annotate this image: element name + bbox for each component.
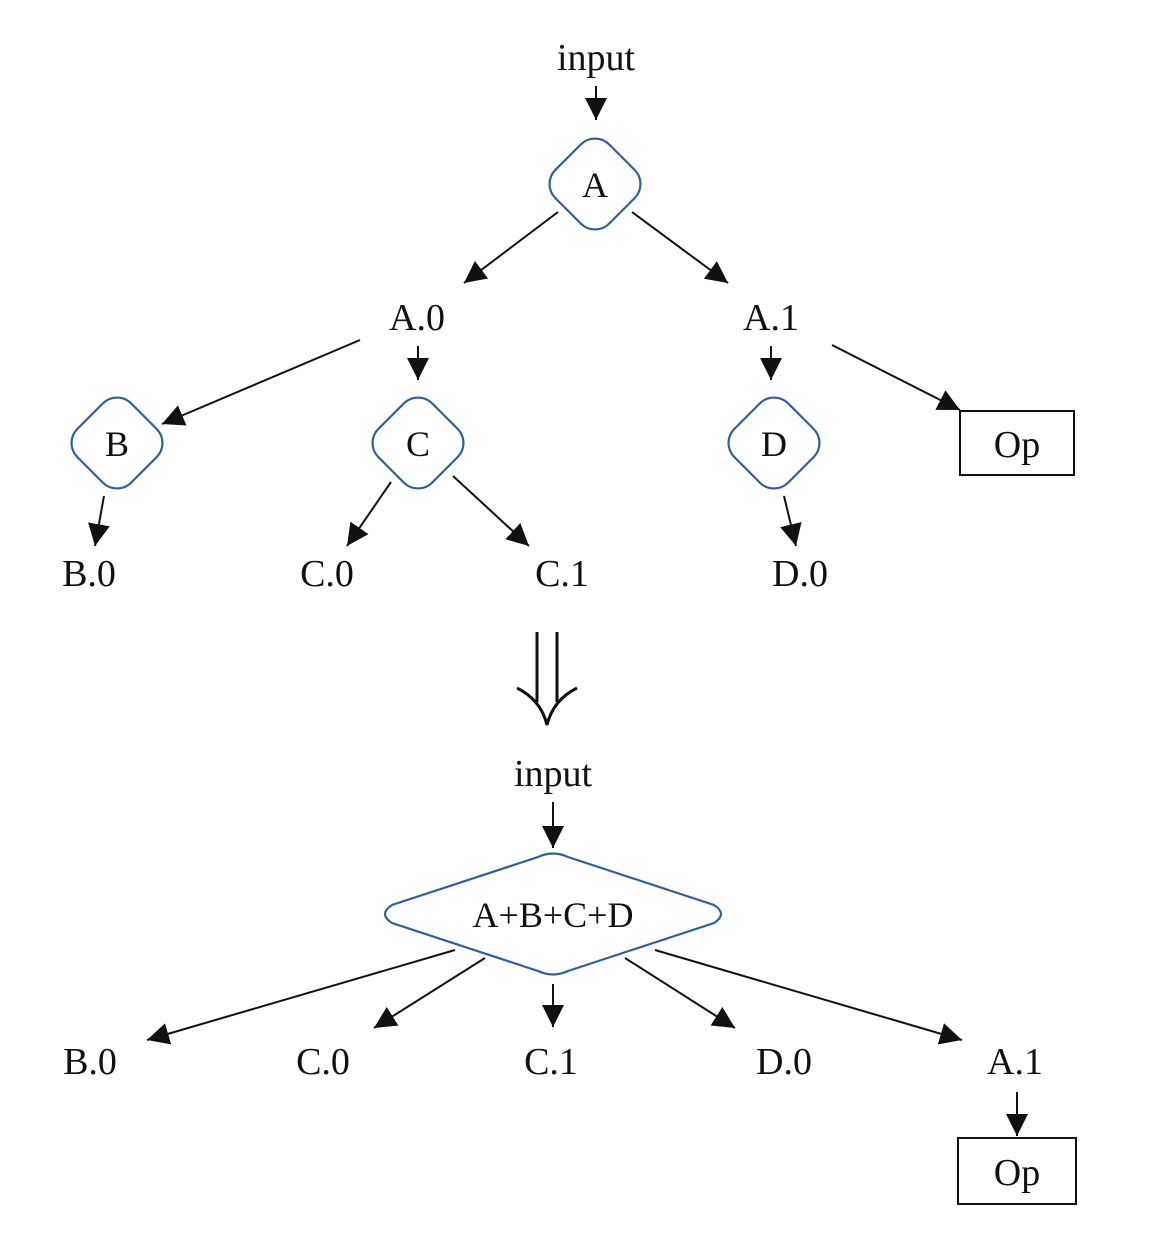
node-c-label: C <box>406 424 430 464</box>
edge-a1-to-op <box>831 344 961 411</box>
op-box-after-label: Op <box>994 1152 1040 1194</box>
node-c-shape <box>371 396 465 490</box>
before-graph: input A A.0 A.1 B C D <box>62 37 1075 595</box>
output-a0: A.0 <box>389 297 445 339</box>
edge-c-to-c1 <box>452 475 530 547</box>
after-output-b0: B.0 <box>63 1041 117 1083</box>
edge-merged-to-c0 <box>373 957 486 1029</box>
before-input-label: input <box>557 37 636 79</box>
after-graph: input A+B+C+D B.0 C.0 C.1 D.0 A.1 Op <box>63 753 1077 1205</box>
node-a-shape <box>548 137 642 231</box>
merged-node-label: A+B+C+D <box>473 895 634 935</box>
edge-merged-to-d0 <box>624 957 736 1029</box>
node-d: D <box>727 396 821 490</box>
after-output-a1: A.1 <box>987 1041 1043 1083</box>
edge-c-to-c0 <box>346 481 392 547</box>
op-box-before-label: Op <box>994 424 1040 466</box>
edge-a0-to-b <box>161 339 361 426</box>
transform-arrow-icon <box>516 632 578 726</box>
after-output-d0: D.0 <box>756 1041 812 1083</box>
node-d-label: D <box>761 424 787 464</box>
edge-a-to-a1 <box>631 211 729 284</box>
after-output-c0: C.0 <box>296 1041 350 1083</box>
node-a: A <box>548 137 642 231</box>
edge-merged-to-a1 <box>654 949 963 1045</box>
edge-d-to-d0 <box>780 495 802 547</box>
node-c: C <box>371 396 465 490</box>
op-box-after-shape <box>957 1137 1077 1205</box>
node-b-label: B <box>105 424 129 464</box>
output-c1: C.1 <box>535 553 589 595</box>
output-b0: B.0 <box>62 553 116 595</box>
op-box-before-shape <box>959 410 1075 476</box>
after-input-label: input <box>514 753 593 795</box>
output-d0: D.0 <box>772 553 828 595</box>
merged-node-shape <box>383 852 723 976</box>
op-box-after: Op <box>957 1137 1077 1205</box>
node-d-shape <box>727 396 821 490</box>
output-a1: A.1 <box>743 297 799 339</box>
merged-node: A+B+C+D <box>383 852 723 976</box>
node-b-shape <box>70 396 164 490</box>
node-a-label: A <box>582 165 608 205</box>
edge-b-to-b0 <box>88 495 110 547</box>
edge-merged-to-b0 <box>146 949 456 1045</box>
op-box-before: Op <box>959 410 1075 476</box>
node-b: B <box>70 396 164 490</box>
after-output-c1: C.1 <box>524 1041 578 1083</box>
edge-a-to-a0 <box>463 211 559 284</box>
output-c0: C.0 <box>300 553 354 595</box>
